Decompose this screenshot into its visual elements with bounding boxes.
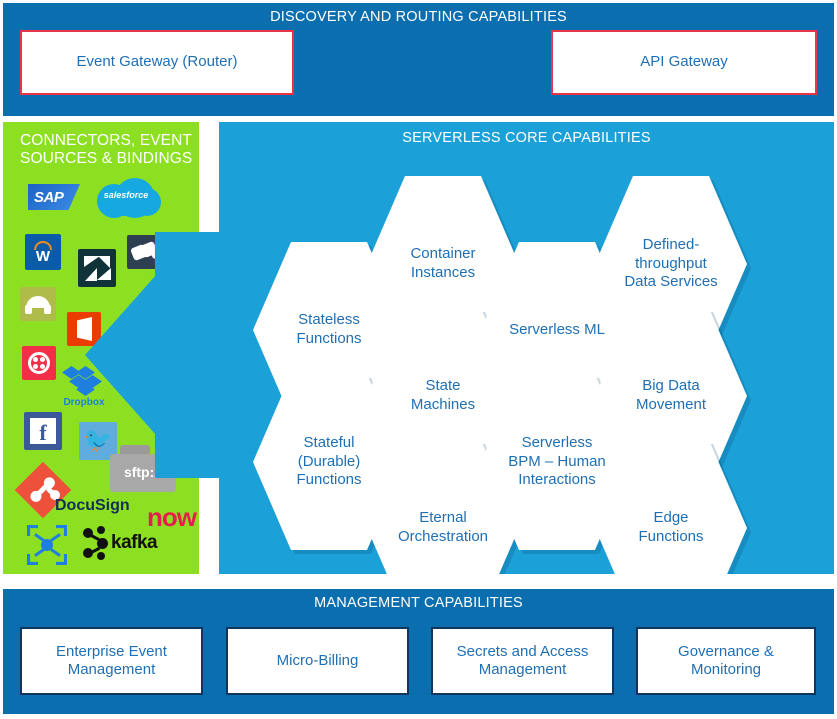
zendesk-logo — [78, 249, 116, 287]
concur-logo — [20, 287, 56, 321]
dropbox-logo: Dropbox — [60, 362, 108, 408]
management-title: MANAGEMENT CAPABILITIES — [314, 595, 523, 611]
servicenow-logo: now — [147, 502, 197, 532]
hex-label-line1: Big Data — [642, 377, 700, 395]
hex-label-line3: Interactions — [518, 471, 596, 489]
kafka-logo-text: kafka — [111, 532, 158, 553]
api-gateway-box[interactable]: API Gateway — [551, 30, 817, 95]
sap-logo: SAP — [28, 184, 80, 210]
box-label-line1: Enterprise Event — [56, 642, 167, 660]
connectors-title-line1: CONNECTORS, EVENT — [20, 132, 192, 149]
servicenow-logo-text: now — [147, 502, 197, 532]
hex-label-line2: Functions — [638, 528, 704, 545]
hex-label-line2: Functions — [296, 330, 362, 347]
hex-label-line1: State — [425, 377, 461, 395]
hex-label-line1: Stateless — [298, 311, 360, 329]
hex-label-line1: Container — [410, 245, 476, 263]
hex-label-line2: Orchestration — [397, 528, 489, 545]
workday-logo: W — [25, 234, 61, 270]
office-logo — [67, 312, 101, 346]
dropbox-logo-text: Dropbox — [63, 397, 105, 408]
box-label-line1: Micro-Billing — [276, 651, 359, 669]
hex-label-line1: Defined- — [642, 235, 700, 253]
box-label-line1: Governance & — [678, 642, 774, 660]
governance-monitoring-box[interactable]: Governance & Monitoring — [636, 627, 816, 695]
discovery-routing-title: DISCOVERY AND ROUTING CAPABILITIES — [270, 9, 567, 25]
box-label-line2: Management — [67, 661, 156, 678]
facebook-logo-text: f — [39, 420, 47, 446]
facebook-logo: f — [24, 412, 62, 450]
hex-label-line2: Movement — [635, 396, 707, 413]
api-gateway-label: API Gateway — [640, 53, 728, 71]
box-label-line2: Management — [478, 661, 567, 678]
micro-billing-box[interactable]: Micro-Billing — [226, 627, 409, 695]
event-gateway-box[interactable]: Event Gateway (Router) — [20, 30, 294, 95]
hex-label-line2: BPM – Human — [508, 452, 606, 470]
hex-label-line1: Serverless — [521, 433, 593, 451]
kafka-logo: kafka — [77, 526, 167, 562]
sftp-logo: sftp:// — [110, 445, 176, 493]
hex-label-line2: Machines — [410, 396, 476, 413]
box-label-line1: Secrets and Access — [456, 642, 589, 660]
hex-label-line1: Edge — [653, 509, 689, 527]
sap-logo-text: SAP — [34, 188, 64, 206]
hex-label-line2: Instances — [410, 264, 476, 281]
twilio-logo — [22, 346, 56, 380]
enterprise-event-management-box[interactable]: Enterprise Event Management — [20, 627, 203, 695]
docusign-logo: DocuSign — [55, 497, 130, 515]
mulesoft-logo — [24, 522, 70, 568]
secrets-access-management-box[interactable]: Secrets and Access Management — [431, 627, 614, 695]
connectors-panel-title: CONNECTORS, EVENT SOURCES & BINDINGS — [20, 132, 196, 169]
twitter-logo: 🐦 — [79, 422, 117, 460]
hex-label-line2: (Durable) — [297, 452, 361, 470]
hex-label-line1: Eternal — [419, 509, 467, 527]
hex-label-line3: Data Services — [624, 273, 718, 291]
sftp-logo-text: sftp:// — [123, 464, 163, 480]
hex-label-line2: throughput — [635, 254, 707, 272]
hex-label-line3: Functions — [296, 471, 362, 489]
salesforce-logo-text: salesforce — [103, 190, 149, 200]
docusign-logo-text: DocuSign — [55, 497, 130, 514]
twitter-bird-icon: 🐦 — [83, 427, 113, 454]
serverless-core-title: SERVERLESS CORE CAPABILITIES — [402, 130, 651, 146]
connectors-title-line2: SOURCES & BINDINGS — [20, 150, 193, 168]
hex-label-line1: Serverless ML — [509, 320, 605, 338]
salesforce-logo: salesforce — [95, 176, 161, 218]
box-label-line2: Monitoring — [690, 661, 762, 678]
event-gateway-label: Event Gateway (Router) — [76, 53, 238, 71]
workday-logo-text: W — [35, 248, 51, 265]
hex-label-line1: Stateful — [303, 433, 355, 451]
serverless-core-panel: SERVERLESS CORE CAPABILITIES Stateless F… — [219, 122, 834, 574]
